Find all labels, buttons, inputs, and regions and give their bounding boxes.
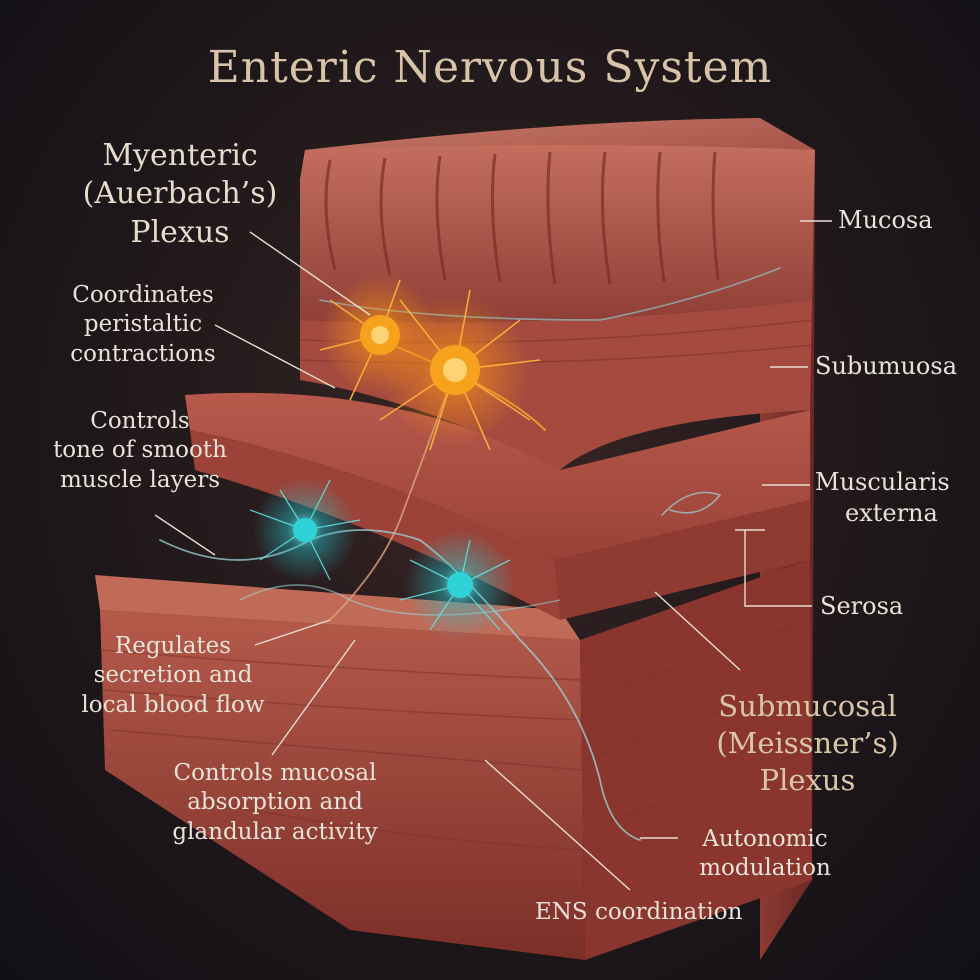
absorption-line-2: absorption and	[155, 788, 395, 817]
secretion-line-1: Regulates	[58, 632, 288, 661]
mucosa-label: Mucosa	[838, 205, 933, 236]
autonomic-label: Autonomic modulation	[685, 825, 845, 884]
autonomic-line-1: Autonomic	[685, 825, 845, 854]
submucosal-plexus-label: Submucosal (Meissner’s) Plexus	[700, 688, 915, 799]
submucosal-line-3: Plexus	[700, 762, 915, 799]
peristalsis-line-1: Coordinates	[48, 281, 238, 310]
submucosal-neuron-body	[447, 572, 473, 598]
secretion-line-2: secretion and	[58, 661, 288, 690]
muscularis-line-1: Muscularis	[815, 467, 950, 498]
absorption-label: Controls mucosal absorption and glandula…	[155, 759, 395, 847]
peristalsis-label: Coordinates peristaltic contractions	[48, 281, 238, 369]
submucosal-line-1: Submucosal	[700, 688, 915, 725]
muscularis-line-2: externa	[815, 498, 950, 529]
peristalsis-line-2: peristaltic	[48, 310, 238, 339]
autonomic-line-2: modulation	[685, 854, 845, 883]
myenteric-plexus-label: Myenteric (Auerbach’s) Plexus	[70, 137, 290, 252]
serosa-label: Serosa	[820, 591, 903, 622]
myenteric-line-1: Myenteric	[70, 137, 290, 175]
diagram-title: Enteric Nervous System	[0, 42, 980, 93]
myenteric-line-3: Plexus	[70, 214, 290, 252]
absorption-line-3: glandular activity	[155, 818, 395, 847]
tone-line-1: Controls	[40, 407, 240, 436]
submucosa-label: Subumuosa	[815, 351, 957, 382]
leader-tone	[155, 515, 215, 555]
absorption-line-1: Controls mucosal	[155, 759, 395, 788]
muscularis-externa-label: Muscularis externa	[815, 467, 950, 528]
ens-coordination-label: ENS coordination	[535, 898, 742, 927]
submucosal-line-2: (Meissner’s)	[700, 725, 915, 762]
submucosal-neuron-body	[293, 518, 317, 542]
tone-line-3: muscle layers	[40, 466, 240, 495]
secretion-line-3: local blood flow	[58, 691, 288, 720]
myenteric-line-2: (Auerbach’s)	[70, 175, 290, 213]
tone-label: Controls tone of smooth muscle layers	[40, 407, 240, 495]
peristalsis-line-3: contractions	[48, 340, 238, 369]
tone-line-2: tone of smooth	[40, 436, 240, 465]
secretion-label: Regulates secretion and local blood flow	[58, 632, 288, 720]
